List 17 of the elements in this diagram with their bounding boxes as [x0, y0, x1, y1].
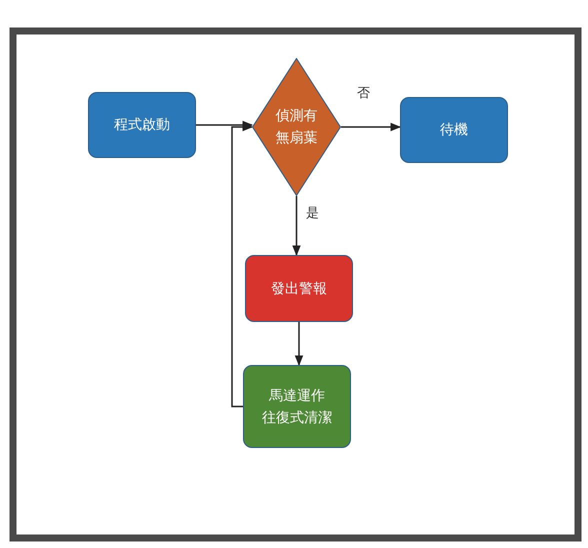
process-box	[88, 92, 196, 158]
node-text: 偵測有無扇葉	[274, 107, 318, 148]
arrow	[292, 196, 301, 256]
node-text: 往復式清潔	[262, 408, 332, 428]
process-box	[245, 255, 353, 322]
node-text: 馬達運作	[269, 386, 325, 406]
edge-label: 是	[305, 204, 320, 222]
node-text: 發出警報	[271, 280, 327, 298]
arrow	[294, 322, 304, 366]
node-text: 待機	[440, 121, 468, 140]
process-box	[400, 97, 508, 163]
decision-diamond	[252, 58, 341, 196]
process-box	[243, 365, 351, 448]
node-text: 程式啟動	[114, 116, 170, 135]
edge-label: 否	[356, 84, 371, 102]
arrow	[341, 122, 402, 132]
arrow	[231, 122, 254, 408]
